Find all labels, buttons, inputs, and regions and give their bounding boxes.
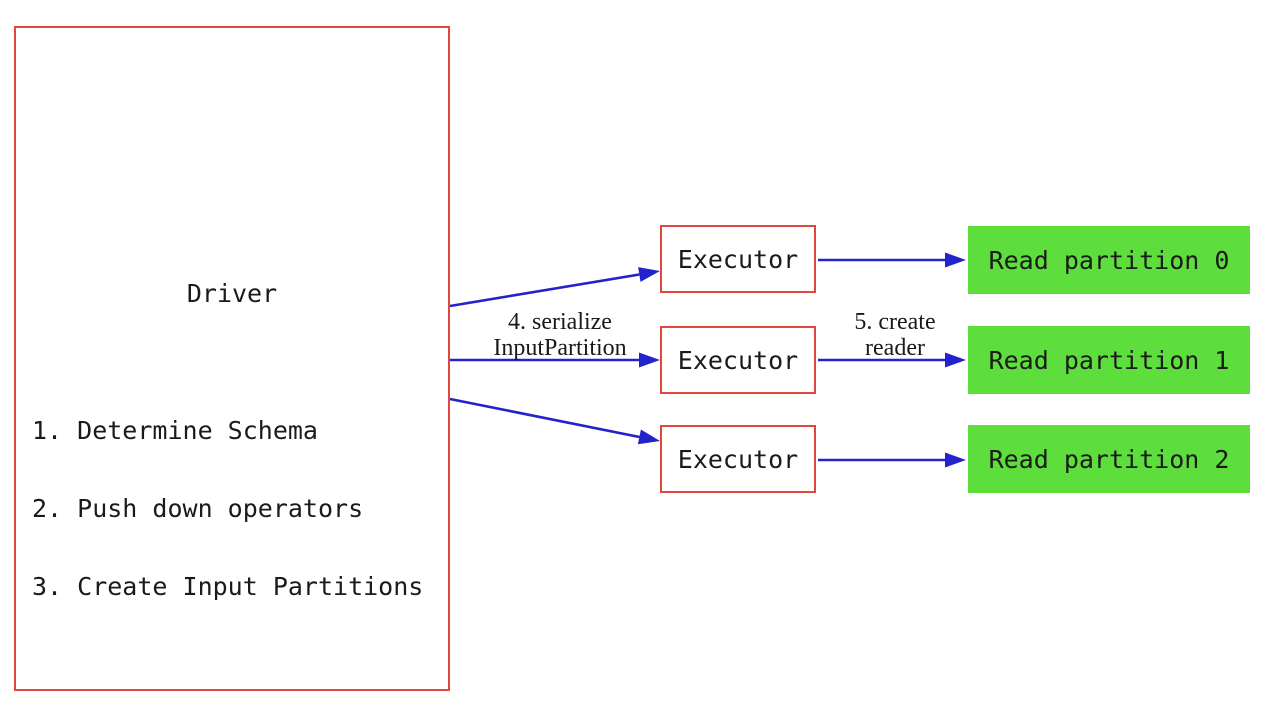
- executor-label: Executor: [677, 345, 799, 375]
- edge-label-serialize-inputpartition: 4. serialize InputPartition: [455, 309, 665, 361]
- executor-box-2: Executor: [660, 425, 816, 493]
- arrow-driver-to-executor-1: [450, 352, 660, 368]
- arrowhead-icon: [639, 352, 660, 368]
- edge-label-line: 5. create: [854, 309, 936, 335]
- arrow-executor-0-to-partition-0: [818, 252, 966, 268]
- arrow-driver-to-executor-2: [449, 397, 660, 445]
- driver-step-list: 1. Determine Schema 2. Push down operato…: [32, 366, 452, 652]
- arrowhead-icon: [945, 452, 966, 468]
- read-partition-label: Read partition 2: [988, 444, 1230, 474]
- arrow-shaft: [449, 397, 640, 439]
- arrowhead-icon: [945, 252, 966, 268]
- edge-label-create-reader: 5. create reader: [800, 309, 990, 361]
- read-partition-box-2: Read partition 2: [968, 425, 1250, 493]
- edge-label-line: 4. serialize: [508, 309, 612, 335]
- driver-step: 2. Push down operators: [32, 494, 364, 523]
- read-partition-box-0: Read partition 0: [968, 226, 1250, 294]
- read-partition-label: Read partition 1: [988, 345, 1230, 375]
- driver-step: 3. Create Input Partitions: [32, 572, 424, 601]
- arrow-driver-to-executor-0: [449, 267, 660, 308]
- executor-box-1: Executor: [660, 326, 816, 394]
- read-partition-box-1: Read partition 1: [968, 326, 1250, 394]
- edge-label-line: reader: [865, 335, 925, 361]
- driver-title: Driver: [186, 279, 278, 308]
- arrowhead-icon: [637, 429, 660, 445]
- driver-box: [14, 26, 450, 691]
- arrow-shaft: [449, 273, 640, 308]
- arrowhead-icon: [638, 267, 660, 282]
- executor-box-0: Executor: [660, 225, 816, 293]
- executor-label: Executor: [677, 444, 799, 474]
- executor-label: Executor: [677, 244, 799, 274]
- driver-step: 1. Determine Schema: [32, 416, 318, 445]
- edge-label-line: InputPartition: [493, 335, 627, 361]
- arrow-executor-2-to-partition-2: [818, 452, 966, 468]
- read-partition-label: Read partition 0: [988, 245, 1230, 275]
- arrow-executor-1-to-partition-1: [818, 352, 966, 368]
- arrowhead-icon: [945, 352, 966, 368]
